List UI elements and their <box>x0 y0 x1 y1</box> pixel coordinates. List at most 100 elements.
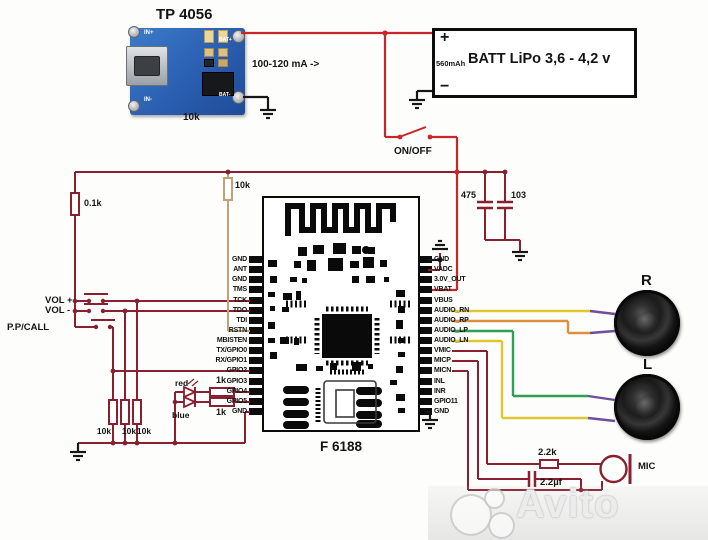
module-name: F 6188 <box>320 439 363 454</box>
module-pin-pad <box>249 327 263 334</box>
module-pin-left-tck: TCK <box>233 297 247 304</box>
module-pin-right-inr: INR <box>434 388 446 395</box>
module-pin-pad <box>249 297 263 304</box>
module-pin-pad <box>249 388 263 395</box>
cap-475-label: 475 <box>461 190 477 200</box>
module-pin-pad <box>418 307 432 314</box>
module-pin-pad <box>249 347 263 354</box>
module-pin-right-gnd: GND <box>434 256 449 263</box>
module-pin-pad <box>249 307 263 314</box>
battery-name: BATT LiPo 3,6 - 4,2 v <box>468 51 611 67</box>
module-pin-right-audio-lp: AUDIO_LP <box>434 327 468 334</box>
module-pin-pad <box>249 337 263 344</box>
module-pin-pad <box>249 317 263 324</box>
module-pin-pad <box>249 256 263 263</box>
module-pin-pad <box>418 398 432 405</box>
module-pin-pad <box>418 276 432 283</box>
battery-minus: − <box>440 78 450 95</box>
module-pin-right-vbus: VBUS <box>434 297 453 304</box>
watermark-text: Avito <box>516 482 620 526</box>
module-pin-right-vadc: VADC <box>434 266 453 273</box>
module-pin-left-tms: TMS <box>232 286 247 293</box>
charge-current-note: 100-120 mA -> <box>252 59 320 70</box>
series-resistor-label: 0.1k <box>84 198 102 208</box>
module-pin-left-rx-gpio1: RX/GPIO1 <box>215 357 248 364</box>
module-pin-pad <box>418 266 432 273</box>
module-pin-pad <box>418 286 432 293</box>
tp4056-title: TP 4056 <box>156 6 213 23</box>
module-pin-right-vbat: VBAT <box>434 286 452 293</box>
module-pin-pad <box>249 408 263 415</box>
module-pin-right-audio-rn: AUDIO_RN <box>434 307 469 314</box>
module-pin-pad <box>418 378 432 385</box>
watermark-logo-circle <box>484 488 505 509</box>
module-pin-right-micp: MICP <box>434 357 451 364</box>
mini-usb-slot <box>134 56 160 76</box>
pulldown-resistor-label: 10k <box>121 426 137 436</box>
vol-down-label: VOL - <box>45 305 71 316</box>
module-pin-pad <box>249 276 263 283</box>
module-pin-left-gpio4: GPIO4 <box>226 388 248 395</box>
call-button-label: P.P/CALL <box>7 322 50 333</box>
module-pin-pad <box>418 317 432 324</box>
module-pin-right-audio-ln: AUDIO_LN <box>434 337 469 344</box>
module-pin-pad <box>418 388 432 395</box>
module-pin-pad <box>249 367 263 374</box>
module-pin-left-gnd: GND <box>232 256 247 263</box>
module-pin-pad <box>418 297 432 304</box>
led-blue-label: blue <box>172 410 190 420</box>
tp4056-hole <box>128 26 140 38</box>
tp4056-resistor <box>218 48 228 57</box>
tp4056-resistor <box>204 59 214 67</box>
speaker-right-label: R <box>641 272 652 289</box>
module-pin-left-tdi: TDI <box>236 317 247 324</box>
module-pin-left-gpio5: GPIO5 <box>226 398 248 405</box>
pulldown-resistor-label: 10k <box>136 426 152 436</box>
module-pin-pad <box>249 378 263 385</box>
module-pin-right-gpio11: GPIO11 <box>434 398 458 405</box>
battery-plus: + <box>440 29 450 46</box>
module-pin-right-audio-rp: AUDIO_RP <box>434 317 469 324</box>
led1-resistor-label: 1k <box>216 375 227 385</box>
tp4056-silk-in-minus: IN- <box>144 97 152 103</box>
module-pin-right-micn: MICN <box>434 367 452 374</box>
onoff-switch-label: ON/OFF <box>394 146 432 157</box>
tp4056-led <box>218 30 228 43</box>
module-pin-left-mbisten: MBISTEN <box>216 337 247 344</box>
speaker-right <box>614 290 680 356</box>
module-pin-pad <box>249 286 263 293</box>
mic-label: MIC <box>638 461 656 472</box>
module-pin-left-gpio2: GPIO2 <box>226 367 248 374</box>
rstn-resistor-label: 10k <box>235 180 251 190</box>
module-pin-pad <box>418 256 432 263</box>
battery-capacity: 560mAh <box>436 59 466 68</box>
module-pin-pad <box>418 337 432 344</box>
module-pin-left-ant: ANT <box>233 266 247 273</box>
module-pin-pad <box>418 408 432 415</box>
tp4056-resistor <box>218 59 228 67</box>
module-pin-pad <box>249 357 263 364</box>
led-red-label: red <box>175 378 189 388</box>
mic-resistor-label: 2.2k <box>538 447 557 458</box>
tp4056-silk-bat-plus: BAT+ <box>219 37 232 43</box>
module-pin-left-gnd: GND <box>232 276 247 283</box>
watermark-logo-circle <box>488 512 515 539</box>
module-pin-pad <box>418 357 432 364</box>
module-pin-pad <box>418 347 432 354</box>
tp4056-silk-in-plus: IN+ <box>144 30 154 36</box>
pulldown-resistor-label: 10k <box>96 426 112 436</box>
speaker-dome <box>636 312 658 334</box>
module-pin-right-3-0v-out: 3.0V_OUT <box>434 276 466 283</box>
led2-resistor-label: 1k <box>216 407 227 417</box>
module-pin-right-vmic: VMIC <box>434 347 451 354</box>
module-pin-pad <box>418 327 432 334</box>
module-pin-pad <box>249 266 263 273</box>
module-pin-left-rstn: RSTN <box>228 327 247 334</box>
speaker-dome <box>636 396 658 418</box>
audio-wires <box>452 309 616 423</box>
tp4056-hole <box>128 100 140 112</box>
mic-capacitor-label: 2.2µf <box>540 477 562 488</box>
module-pin-left-gpio3: GPIO3 <box>226 378 248 385</box>
tp4056-resistor-label: 10k <box>183 112 200 123</box>
